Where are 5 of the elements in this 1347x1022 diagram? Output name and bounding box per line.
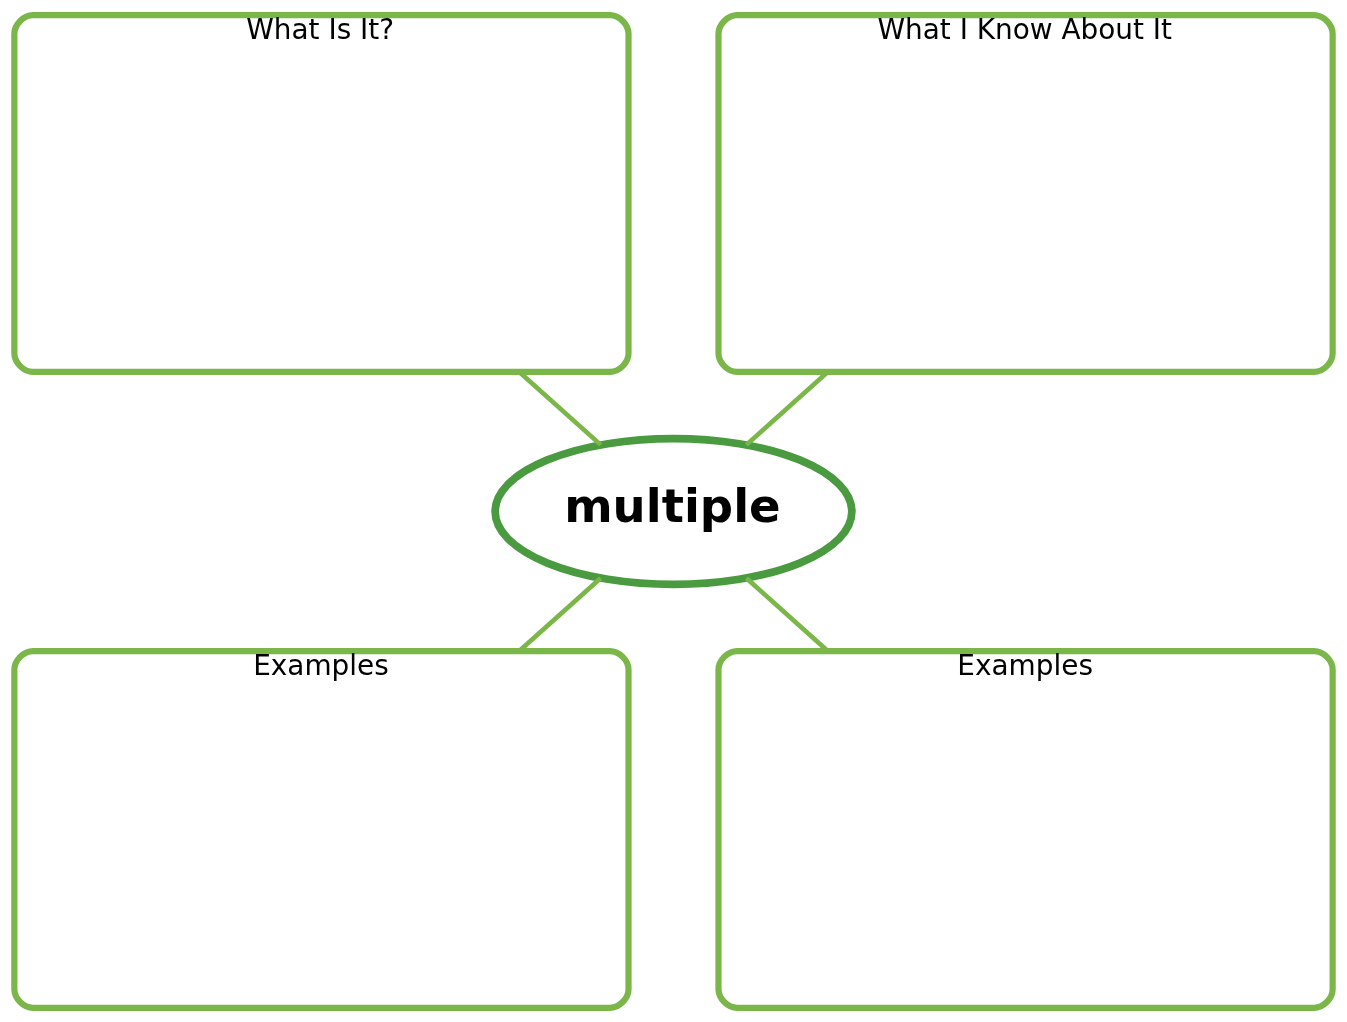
node-box: Examples <box>11 647 632 1011</box>
node-box: What Is It? <box>11 11 632 375</box>
node-ellipse: multiple <box>491 434 856 588</box>
node-box: Examples <box>715 647 1336 1011</box>
node-box: What I Know About It <box>715 11 1336 375</box>
